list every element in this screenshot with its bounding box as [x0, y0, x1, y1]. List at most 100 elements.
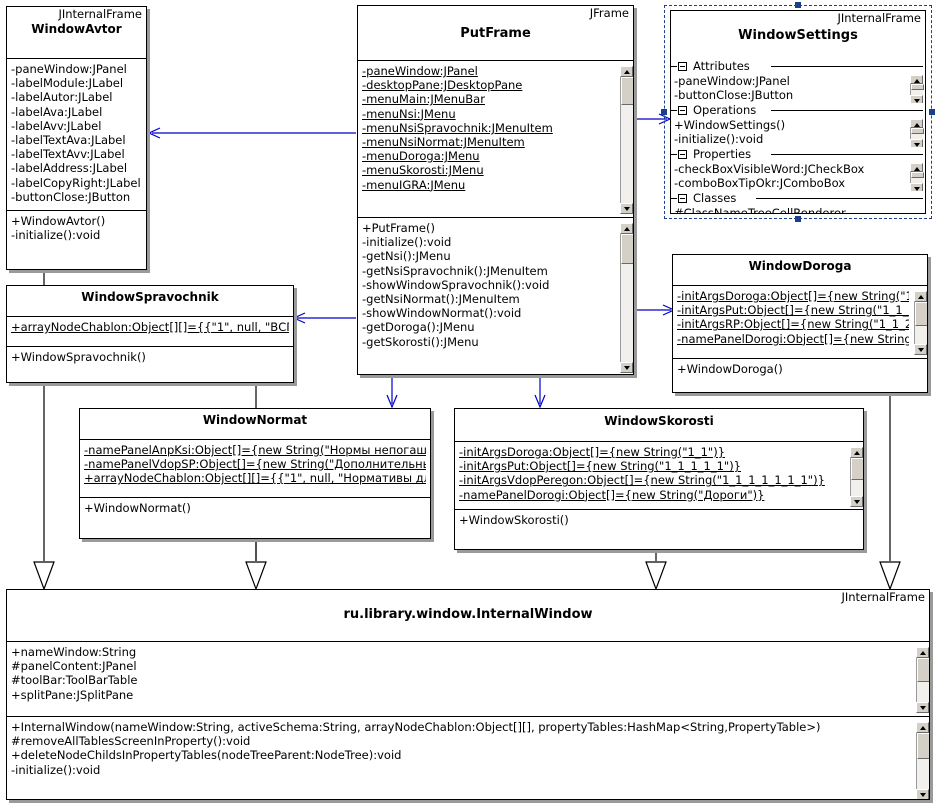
- scrollbar-thumb[interactable]: [621, 77, 633, 105]
- class-box-windowsettings[interactable]: JInternalFrame WindowSettings Attributes…: [670, 10, 926, 214]
- collapse-icon[interactable]: [678, 62, 687, 71]
- class-name: WindowNormat: [202, 413, 308, 427]
- operations-compartment[interactable]: +PutFrame() -initialize():void -getNsi()…: [358, 218, 633, 374]
- operations-scrollbar[interactable]: [619, 222, 633, 373]
- class-stereotype: JInternalFrame: [58, 7, 142, 21]
- class-box-windowavtor[interactable]: JInternalFrame WindowAvtor -paneWindow:J…: [6, 6, 147, 270]
- attribute-row: -menuSkorosti:JMenu: [362, 163, 484, 178]
- operation-row: +PutFrame(): [362, 221, 435, 235]
- attributes-compartment[interactable]: -initArgsDoroga:Object[]={new String("1_…: [455, 442, 863, 510]
- scroll-up-icon[interactable]: [910, 75, 923, 84]
- scroll-up-icon[interactable]: [620, 223, 633, 234]
- attributes-compartment[interactable]: -paneWindow:JPanel -labelModule:JLabel -…: [7, 59, 146, 211]
- attributes-compartment[interactable]: -namePanelAnpKsi:Object[]={new String("Н…: [80, 440, 430, 498]
- selection-handle-bottom[interactable]: [795, 216, 801, 222]
- selection-handle-top[interactable]: [795, 2, 801, 8]
- operations-compartment[interactable]: +WindowNormat(): [80, 498, 430, 538]
- operations-compartment[interactable]: +WindowAvtor() -initialize():void: [7, 211, 146, 269]
- class-name: WindowAvtor: [31, 22, 122, 36]
- class-name: WindowSpravochnik: [81, 290, 219, 304]
- scroll-down-icon[interactable]: [620, 203, 633, 214]
- scroll-up-icon[interactable]: [910, 163, 923, 172]
- attributes-scrollbar[interactable]: [619, 65, 633, 214]
- collapse-icon[interactable]: [678, 150, 687, 159]
- classes-compartment[interactable]: #ClassNameTreeCellRenderer: [671, 206, 925, 213]
- scrollbar-thumb[interactable]: [911, 172, 924, 178]
- class-header: JInternalFrame WindowSettings: [671, 11, 925, 59]
- scroll-down-icon[interactable]: [910, 183, 923, 191]
- scroll-down-icon[interactable]: [910, 95, 923, 103]
- operations-compartment[interactable]: +WindowSpravochnik(): [7, 347, 293, 382]
- scroll-down-icon[interactable]: [914, 344, 927, 355]
- operations-scrollbar[interactable]: [915, 721, 929, 799]
- operations-compartment[interactable]: +InternalWindow(nameWindow:String, activ…: [7, 717, 929, 799]
- properties-compartment[interactable]: -checkBoxVisibleWord:JCheckBox -comboBox…: [671, 162, 925, 191]
- scrollbar-thumb[interactable]: [917, 733, 929, 759]
- operations-scrollbar[interactable]: [909, 118, 924, 147]
- collapse-icon[interactable]: [678, 194, 687, 203]
- class-box-windowskorosti[interactable]: WindowSkorosti -initArgsDoroga:Object[]=…: [454, 408, 864, 550]
- class-box-putframe[interactable]: JFrame PutFrame -paneWindow:JPanel -desk…: [357, 5, 634, 375]
- scroll-up-icon[interactable]: [620, 66, 633, 77]
- scroll-down-icon[interactable]: [916, 702, 929, 713]
- properties-scrollbar[interactable]: [909, 162, 924, 191]
- class-box-windowspravochnik[interactable]: WindowSpravochnik +arrayNodeChablon:Obje…: [6, 285, 294, 383]
- class-name: WindowSkorosti: [604, 414, 714, 428]
- attributes-scrollbar[interactable]: [913, 290, 927, 355]
- section-header-classes[interactable]: Classes: [671, 191, 925, 206]
- scroll-down-icon[interactable]: [850, 496, 863, 507]
- scroll-up-icon[interactable]: [914, 291, 927, 302]
- selection-handle-right[interactable]: [929, 109, 935, 115]
- scroll-up-icon[interactable]: [916, 647, 929, 658]
- scrollbar-track[interactable]: [620, 234, 633, 362]
- section-header-attributes[interactable]: Attributes: [671, 59, 925, 74]
- class-box-windowdoroga[interactable]: WindowDoroga -initArgsDoroga:Object[]={n…: [672, 254, 928, 393]
- collapse-icon[interactable]: [678, 106, 687, 115]
- attributes-compartment[interactable]: +arrayNodeChablon:Object[][]={{"1", null…: [7, 317, 293, 347]
- scrollbar-track[interactable]: [850, 458, 863, 496]
- operation-row: -getNsiSpravochnik():JMenuItem: [362, 263, 548, 278]
- scrollbar-thumb[interactable]: [911, 128, 924, 134]
- scroll-down-icon[interactable]: [620, 362, 633, 373]
- scrollbar-track[interactable]: [910, 84, 924, 95]
- scrollbar-track[interactable]: [620, 77, 633, 203]
- scroll-up-icon[interactable]: [910, 119, 923, 128]
- scroll-up-icon[interactable]: [850, 447, 863, 458]
- attribute-row: +arrayNodeChablon:Object[][]={{"1", null…: [11, 320, 289, 334]
- attribute-row: -namePanelDorogi:Object[]={new String("Д…: [677, 331, 909, 346]
- scrollbar-thumb[interactable]: [915, 302, 927, 326]
- section-dash: [671, 110, 677, 111]
- operations-compartment[interactable]: +WindowSkorosti(): [455, 510, 863, 549]
- section-header-operations[interactable]: Operations: [671, 103, 925, 118]
- attribute-row: #toolBar:ToolBarTable: [11, 673, 138, 688]
- class-header: WindowDoroga: [673, 255, 927, 286]
- scrollbar-track[interactable]: [910, 128, 924, 139]
- scrollbar-track[interactable]: [914, 302, 927, 344]
- attribute-row: -namePanelDorogi:Object[]={new String("Д…: [459, 487, 765, 502]
- scroll-up-icon[interactable]: [916, 722, 929, 733]
- section-header-properties[interactable]: Properties: [671, 147, 925, 162]
- class-box-internalwindow[interactable]: JInternalFrame ru.library.window.Interna…: [6, 589, 930, 800]
- attributes-compartment[interactable]: +nameWindow:String #panelContent:JPanel …: [7, 642, 929, 717]
- attributes-compartment[interactable]: -paneWindow:JPanel -desktopPane:JDesktop…: [358, 61, 633, 218]
- attributes-scrollbar[interactable]: [909, 74, 924, 103]
- attributes-scrollbar[interactable]: [915, 646, 929, 713]
- scrollbar-thumb[interactable]: [851, 458, 863, 480]
- selection-handle-left[interactable]: [661, 109, 667, 115]
- scrollbar-track[interactable]: [916, 658, 929, 702]
- attribute-row: +splitPane:JSplitPane: [11, 687, 134, 702]
- attributes-scrollbar[interactable]: [849, 446, 863, 507]
- operation-row: -initialize():void: [362, 235, 452, 250]
- scrollbar-track[interactable]: [916, 733, 929, 789]
- attributes-compartment[interactable]: -initArgsDoroga:Object[]={new String("1_…: [673, 286, 927, 359]
- scrollbar-thumb[interactable]: [911, 84, 924, 90]
- attributes-compartment[interactable]: -paneWindow:JPanel -buttonClose:JButton: [671, 74, 925, 103]
- class-box-windownormat[interactable]: WindowNormat -namePanelAnpKsi:Object[]={…: [79, 408, 431, 539]
- operations-compartment[interactable]: +WindowSettings() -initialize():void: [671, 118, 925, 147]
- scroll-down-icon[interactable]: [916, 789, 929, 799]
- scroll-down-icon[interactable]: [910, 139, 923, 147]
- scrollbar-thumb[interactable]: [917, 658, 929, 682]
- scrollbar-thumb[interactable]: [621, 234, 633, 264]
- scrollbar-track[interactable]: [910, 172, 924, 183]
- operations-compartment[interactable]: +WindowDoroga(): [673, 359, 927, 392]
